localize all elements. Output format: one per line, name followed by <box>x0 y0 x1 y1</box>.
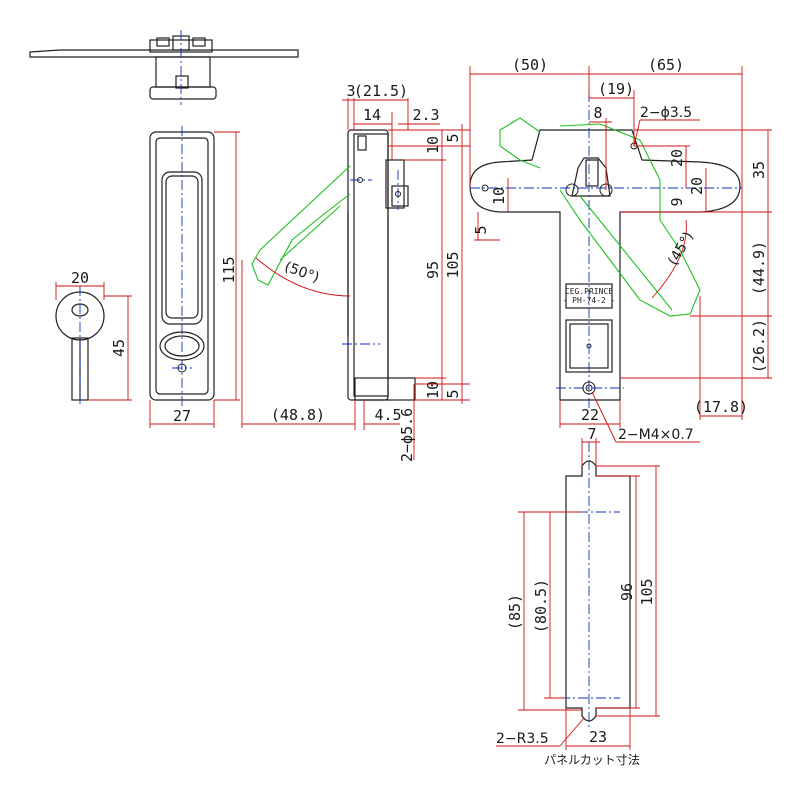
dim-26-2: (26.2) <box>750 319 768 373</box>
side-dims: 3 (21.5) 14 2.3 10 5 95 105 10 5 (48.8) … <box>241 82 470 462</box>
side-dim-105: 105 <box>444 251 462 278</box>
dim-27: 27 <box>173 407 191 425</box>
side-swing: (50°) <box>251 165 351 297</box>
dim-9: 9 <box>668 197 686 206</box>
rear-dims: (50) (65) (19) 8 2−ϕ3.5 35 20 20 9 10 5 … <box>469 56 772 443</box>
dim-20b: 20 <box>688 177 706 195</box>
dim-50: (50) <box>512 56 548 74</box>
dim-5: 5 <box>472 225 490 234</box>
side-dim-14: 14 <box>363 106 381 124</box>
cut-dim-7: 7 <box>587 425 596 443</box>
cut-r35-label: 2−R3.5 <box>496 731 549 747</box>
key-view: 20 45 <box>55 269 132 405</box>
dim-22: 22 <box>581 406 599 424</box>
cut-caption: パネルカット寸法 <box>544 753 640 767</box>
cutout-dims: 7 (85) (80.5) 96 105 23 2−R3.5 パネルカット寸法 <box>496 425 660 767</box>
side-dim-48-8: (48.8) <box>271 406 325 424</box>
side-dim-21-5: (21.5) <box>354 82 408 100</box>
cut-dim-105: 105 <box>638 578 656 605</box>
top-view <box>29 30 299 105</box>
side-dim-10-top: 10 <box>424 136 442 154</box>
side-view <box>342 129 416 401</box>
dim-44-9: (44.9) <box>750 241 768 295</box>
side-dim-5-top: 5 <box>444 133 462 142</box>
nameplate-line2: - PH-74-2 - <box>563 296 616 305</box>
holes-35-label: 2−ϕ3.5 <box>640 105 692 121</box>
dim-65: (65) <box>648 56 684 74</box>
dim-19: (19) <box>598 80 634 98</box>
cut-dim-80-5: (80.5) <box>532 579 550 633</box>
m4-label: 2−M4×0.7 <box>618 427 694 443</box>
dim-115: 115 <box>220 256 238 283</box>
side-dim-95: 95 <box>424 261 442 279</box>
cut-dim-85: (85) <box>506 594 524 630</box>
side-hole-label: 2−ϕ5.6 <box>398 408 416 462</box>
side-dim-3: 3 <box>346 82 355 100</box>
side-dim-10-bot: 10 <box>424 381 442 399</box>
side-dim-5-bot: 5 <box>444 389 462 398</box>
dim-17-8: (17.8) <box>694 398 748 416</box>
dim-key-45: 45 <box>110 339 128 357</box>
cut-dim-23: 23 <box>589 728 607 746</box>
cut-dim-96: 96 <box>618 583 636 601</box>
dim-20a: 20 <box>668 149 686 167</box>
front-view <box>149 126 215 406</box>
dim-key-20: 20 <box>71 269 89 287</box>
side-dim-2-3: 2.3 <box>412 106 439 124</box>
dim-10: 10 <box>490 187 508 205</box>
dim-8: 8 <box>593 104 602 122</box>
side-dim-4-5: 4.5 <box>374 406 401 424</box>
side-angle-label: (50°) <box>282 259 321 286</box>
front-dims: 115 27 <box>149 131 240 428</box>
dim-35: 35 <box>750 161 768 179</box>
